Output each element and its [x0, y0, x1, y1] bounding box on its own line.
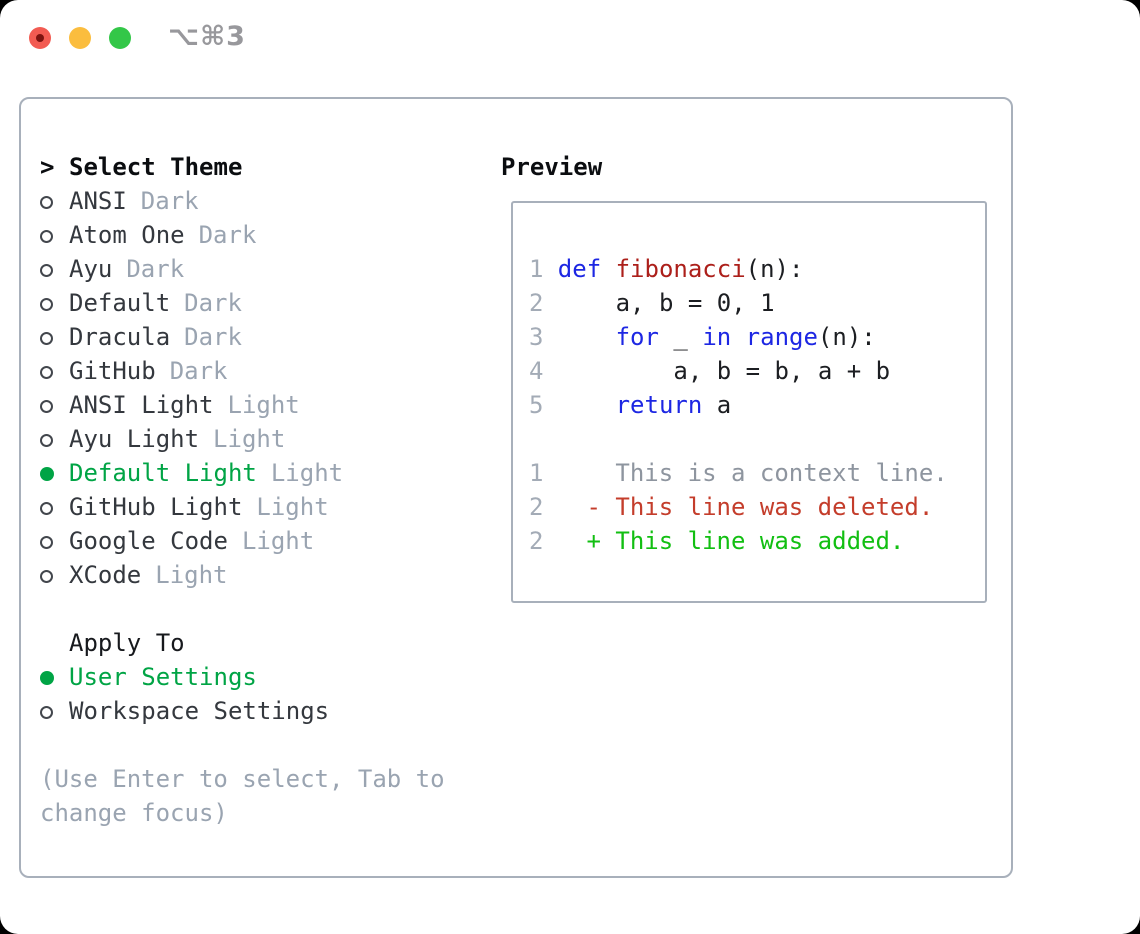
line-number: 4: [529, 357, 544, 385]
theme-option-ayu-dark[interactable]: Ayu Dark: [40, 252, 445, 286]
theme-option-atom-one-dark[interactable]: Atom One Dark: [40, 218, 445, 252]
spacer: [40, 592, 445, 626]
section-title: Select Theme: [69, 153, 243, 181]
radio-icon: [40, 330, 69, 345]
theme-name: Ayu: [69, 255, 113, 283]
radio-icon: [40, 500, 69, 515]
theme-name: Default Light: [69, 459, 257, 487]
theme-name: Ayu Light: [69, 425, 200, 453]
theme-variant: Dark: [126, 255, 185, 283]
keyboard-hint-line2: change focus): [40, 799, 228, 827]
theme-variant: Light: [256, 493, 329, 521]
theme-variant: Light: [270, 459, 344, 487]
line-number: 2: [529, 289, 544, 317]
spacer: [40, 728, 445, 762]
theme-variant: Dark: [198, 221, 257, 249]
theme-name: Atom One: [69, 221, 185, 249]
radio-icon: [40, 398, 69, 413]
theme-option-xcode[interactable]: XCode Light: [40, 558, 445, 592]
code-line-5: 5 return a: [529, 388, 985, 422]
radio-icon: [40, 432, 69, 447]
theme-name: ANSI Light: [69, 391, 214, 419]
theme-name: XCode: [69, 561, 142, 589]
radio-icon: [40, 568, 69, 583]
diff-plus-sign: +: [586, 527, 601, 555]
diff-line-deleted: 2-This line was deleted.: [529, 490, 985, 524]
radio-icon: [40, 262, 69, 277]
unsaved-dot-icon: [36, 34, 44, 42]
theme-variant: Light: [241, 527, 315, 555]
theme-option-ansi-dark[interactable]: ANSI Dark: [40, 184, 445, 218]
apply-option-workspace-settings[interactable]: Workspace Settings: [40, 694, 445, 728]
spacer: [529, 422, 985, 456]
minimize-button[interactable]: [69, 27, 91, 49]
theme-option-github-dark[interactable]: GitHub Dark: [40, 354, 445, 388]
radio-icon: [40, 534, 69, 549]
line-number: 3: [529, 323, 544, 351]
theme-variant: Dark: [184, 323, 242, 351]
theme-option-google-code[interactable]: Google Code Light: [40, 524, 445, 558]
theme-variant: Light: [227, 391, 300, 419]
theme-option-ansi-light[interactable]: ANSI Light Light: [40, 388, 445, 422]
window-title: ⌥⌘3: [168, 21, 246, 52]
zoom-button[interactable]: [109, 27, 131, 49]
keyboard-hint-line1: (Use Enter to select, Tab to: [40, 765, 445, 793]
radio-selected-icon: [40, 669, 69, 685]
line-number: 2: [529, 527, 544, 555]
apply-option-user-settings-selected[interactable]: User Settings: [40, 660, 445, 694]
radio-icon: [40, 296, 69, 311]
section-title: Apply To: [69, 629, 185, 657]
theme-variant: Dark: [140, 187, 199, 215]
theme-variant: Dark: [169, 357, 228, 385]
theme-option-default-dark[interactable]: Default Dark: [40, 286, 445, 320]
radio-icon: [40, 194, 69, 209]
theme-name: Dracula: [69, 323, 171, 351]
theme-option-github-light[interactable]: GitHub Light Light: [40, 490, 445, 524]
theme-variant: Light: [155, 561, 228, 589]
focus-caret-icon: >: [40, 153, 55, 181]
titlebar: ⌥⌘3: [0, 0, 1140, 76]
close-button[interactable]: [29, 27, 51, 49]
line-number: 1: [529, 255, 544, 283]
apply-option-label: Workspace Settings: [69, 697, 330, 725]
code-line-4: 4 a, b = b, a + b: [529, 354, 985, 388]
code-line-2: 2 a, b = 0, 1: [529, 286, 985, 320]
traffic-lights: [29, 27, 131, 49]
theme-name: GitHub: [69, 357, 156, 385]
theme-name: ANSI: [69, 187, 127, 215]
apply-to-header: Apply To: [40, 626, 445, 660]
apply-option-label: User Settings: [69, 663, 257, 691]
theme-option-default-light-selected[interactable]: Default Light Light: [40, 456, 445, 490]
line-number: 1: [529, 459, 544, 487]
radio-selected-icon: [40, 465, 69, 481]
theme-option-ayu-light[interactable]: Ayu Light Light: [40, 422, 445, 456]
line-number: 5: [529, 391, 544, 419]
theme-variant: Light: [213, 425, 286, 453]
theme-name: Google Code: [69, 527, 228, 555]
theme-name: GitHub Light: [69, 493, 243, 521]
theme-option-dracula-dark[interactable]: Dracula Dark: [40, 320, 445, 354]
radio-icon: [40, 364, 69, 379]
code-line-3: 3 for _ in range(n):: [529, 320, 985, 354]
preview-title: Preview: [501, 153, 603, 181]
theme-name: Default: [69, 289, 171, 317]
radio-icon: [40, 228, 69, 243]
line-number: 2: [529, 493, 544, 521]
diff-minus-sign: -: [586, 493, 601, 521]
select-theme-header: > Select Theme: [40, 150, 445, 184]
radio-icon: [40, 704, 69, 719]
theme-variant: Dark: [184, 289, 242, 317]
diff-line-added: 2+This line was added.: [529, 524, 985, 558]
